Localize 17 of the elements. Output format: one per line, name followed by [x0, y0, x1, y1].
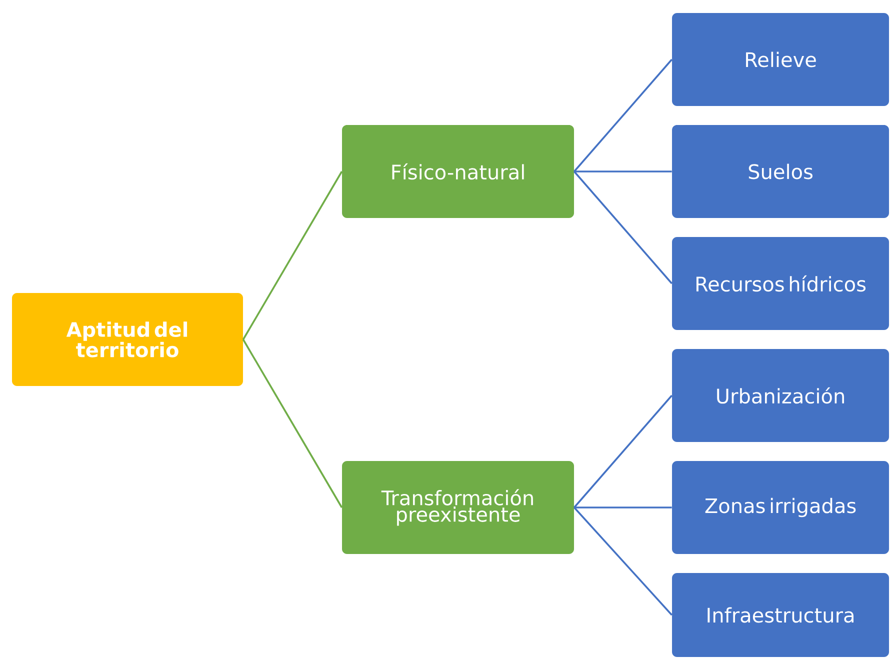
- connector-line: [242, 339, 343, 508]
- item-box: Infraestructura: [672, 573, 889, 657]
- connector-line: [574, 170, 672, 172]
- root-box: Aptitud del territorio: [12, 293, 243, 386]
- item-box: Recursos hídricos: [672, 237, 889, 330]
- connector-line: [574, 170, 672, 284]
- category-box: Transformación preexistente: [342, 461, 574, 554]
- connector-line: [242, 171, 343, 340]
- connector-line: [574, 58, 672, 172]
- item-box: Urbanización: [672, 349, 889, 442]
- item-box: Relieve: [672, 13, 889, 106]
- connector-line: [574, 506, 672, 616]
- category-box: Físico-natural: [342, 125, 574, 218]
- item-box: Zonas irrigadas: [672, 461, 889, 554]
- connector-line: [574, 506, 672, 508]
- connector-line: [574, 394, 672, 508]
- item-box: Suelos: [672, 125, 889, 218]
